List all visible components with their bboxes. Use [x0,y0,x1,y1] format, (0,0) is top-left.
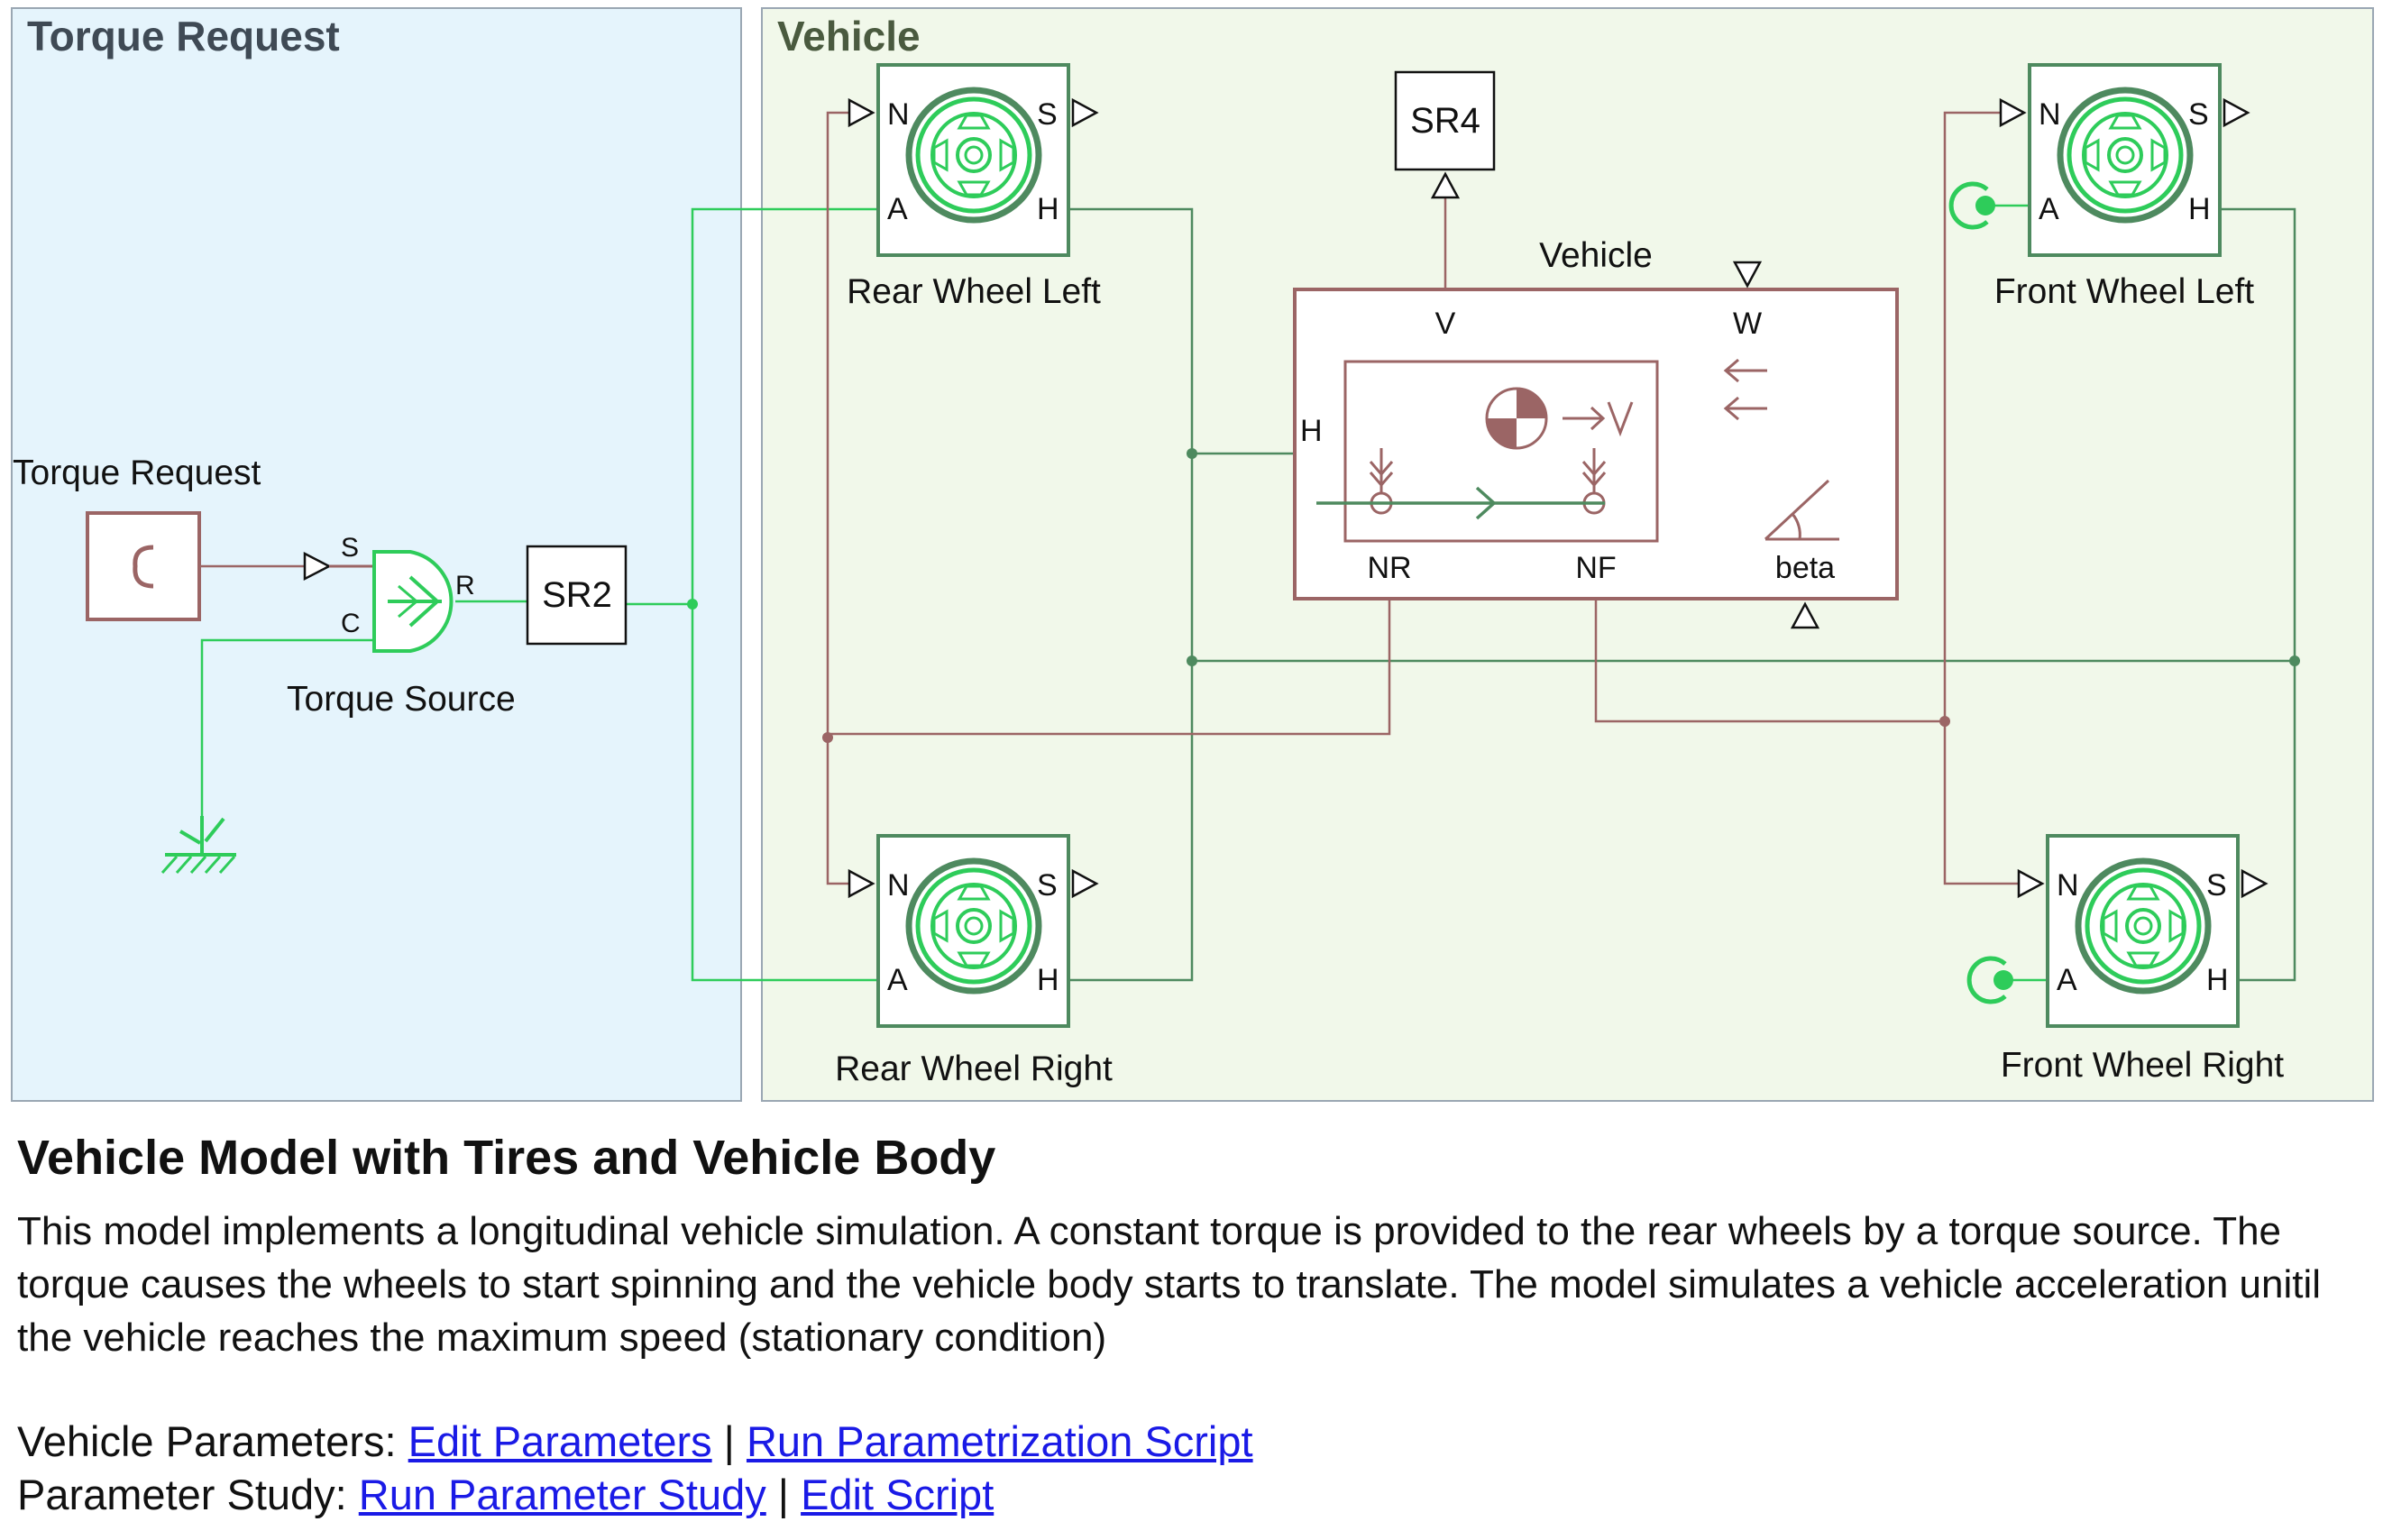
model-description: Vehicle Model with Tires and Vehicle Bod… [17,1131,2370,1521]
parameter-study-row: Parameter Study: Run Parameter Study | E… [17,1468,2370,1521]
slope-angle-icon [1764,479,1839,541]
rear-left-port-s: S [1037,97,1058,132]
input-port-arrow [303,551,332,582]
front-wheel-right-label: Front Wheel Right [2001,1046,2284,1085]
front-right-port-s: S [2206,868,2227,903]
front-left-port-a: A [2039,192,2059,226]
run-parametrization-script-link[interactable]: Run Parametrization Script [746,1417,1253,1466]
rear-wheel-right-block[interactable]: N S A H [848,834,1099,1028]
vehicle-w-input-arrow [1732,261,1763,289]
rear-left-port-n: N [887,97,910,132]
torque-source-port-c: C [341,609,361,638]
center-of-mass-icon [1485,387,1634,450]
vehicle-body-block[interactable]: V W NR NF beta H [1293,261,1899,629]
rear-wheel-left-block[interactable]: N S A H [848,63,1099,257]
wind-arrows-icon [1723,358,1767,421]
vehicle-port-nf: NF [1575,551,1616,585]
torque-source-label: Torque Source [287,680,516,719]
green-connections [200,204,2047,982]
rear-wheel-right-label: Rear Wheel Right [835,1050,1113,1088]
vehicle-port-nr: NR [1367,551,1411,585]
front-wheel-left-block[interactable]: N S A H [1999,63,2250,257]
torque-source-port-r: R [455,571,475,600]
vehicle-area-title: Vehicle [777,13,921,60]
front-wheel-left-label: Front Wheel Left [1994,272,2254,311]
torque-request-block-label: Torque Request [13,454,261,492]
front-right-port-a: A [2057,963,2077,997]
model-description-body: This model implements a longitudinal veh… [17,1209,2322,1361]
edit-script-link[interactable]: Edit Script [801,1471,994,1519]
front-wheel-right-block[interactable]: N S A H [2017,834,2268,1028]
vehicle-port-w: W [1733,307,1762,341]
links-section: Vehicle Parameters: Edit Parameters | Ru… [17,1415,2370,1521]
constant-icon [133,545,154,589]
vehicle-port-beta: beta [1775,551,1835,585]
translation-arrow-icon [1316,486,1605,520]
sr4-label: SR4 [1410,101,1480,141]
front-left-port-s: S [2188,97,2209,132]
vehicle-block-label: Vehicle [1539,236,1653,275]
vehicle-beta-input-arrow [1790,601,1820,629]
parameter-study-label: Parameter Study: [17,1471,359,1519]
vehicle-port-h: H [1300,414,1323,448]
rear-right-port-a: A [887,963,908,997]
rotational-reference-icon[interactable] [160,816,236,874]
rear-left-port-h: H [1037,192,1059,226]
torque-request-area-title: Torque Request [27,13,340,60]
separator: | [711,1417,747,1466]
front-left-port-h: H [2188,192,2211,226]
vehicle-parameters-row: Vehicle Parameters: Edit Parameters | Ru… [17,1415,2370,1468]
sr4-block[interactable]: SR4 [1394,70,1496,199]
edit-parameters-link[interactable]: Edit Parameters [408,1417,712,1466]
junctions [687,448,2300,743]
rear-wheel-left-label: Rear Wheel Left [847,272,1101,311]
rear-left-port-a: A [887,192,908,226]
front-right-port-h: H [2206,963,2229,997]
torque-source-port-s: S [341,533,359,563]
torque-source-block[interactable]: S C R Torque Source [287,533,516,719]
front-left-port-n: N [2039,97,2061,132]
model-title: Vehicle Model with Tires and Vehicle Bod… [17,1131,996,1185]
vehicle-port-v: V [1435,307,1456,341]
separator: | [765,1471,802,1519]
sr4-input-arrow [1430,171,1461,199]
rear-right-port-s: S [1037,868,1058,903]
front-right-port-n: N [2057,868,2079,903]
sr2-block[interactable]: SR2 [526,545,628,646]
vehicle-parameters-label: Vehicle Parameters: [17,1417,408,1466]
rear-right-port-n: N [887,868,910,903]
sr2-label: SR2 [542,575,612,615]
run-parameter-study-link[interactable]: Run Parameter Study [358,1471,766,1519]
torque-request-block[interactable]: Torque Request [13,454,261,621]
maroon-connections [199,111,2020,885]
rear-right-port-h: H [1037,963,1059,997]
